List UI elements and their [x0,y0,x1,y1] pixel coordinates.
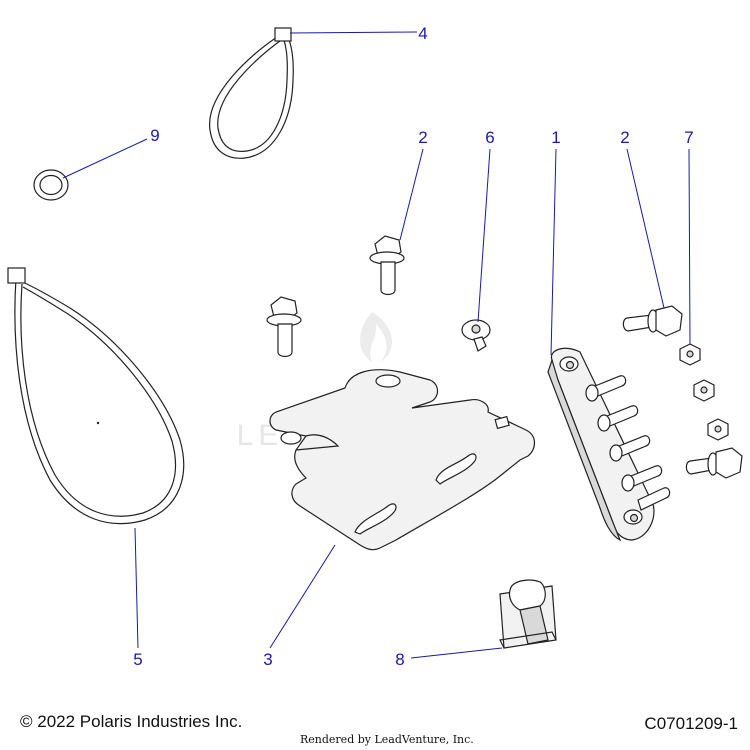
flange-bolt[interactable] [622,305,683,337]
hex-nut[interactable] [679,343,701,366]
cable-tie-small[interactable] [209,27,294,159]
callout-8[interactable]: 8 [395,650,404,669]
callout-5[interactable]: 5 [133,650,142,669]
diagram-id: C0701209-1 [644,714,738,733]
o-ring[interactable] [33,169,69,201]
rendered-by-text: Rendered by LeadVenture, Inc. [300,733,474,746]
callout-3[interactable]: 3 [263,650,272,669]
cable-tie-head [7,267,26,284]
flange-bolt[interactable] [266,296,302,358]
leader-line-1 [550,148,557,356]
leader-line-2b [626,148,665,309]
mounting-bracket[interactable] [269,369,536,551]
terminal-stud [637,487,671,511]
callout-9[interactable]: 9 [150,126,159,145]
cable-tie-head [274,27,292,42]
leader-line-7 [688,148,691,345]
leader-line-5 [134,527,139,649]
torx-screw[interactable] [461,319,491,352]
callout-2[interactable]: 2 [620,128,629,147]
callout-labels: 4 9 2 6 1 2 7 5 3 8 [133,24,693,669]
leader-line-8 [410,647,503,659]
leader-line-2a [399,148,424,241]
leader-line-3 [269,544,336,649]
callout-4[interactable]: 4 [418,24,427,43]
terminal-stud [585,375,627,402]
flange-bolt[interactable] [685,447,743,479]
terminal-block[interactable] [547,347,671,542]
terminal-stud [597,405,639,432]
terminal-stud [609,435,651,462]
leader-line-4 [289,31,418,34]
callout-6[interactable]: 6 [485,128,494,147]
hex-nut[interactable] [707,418,729,441]
flange-bolt[interactable] [369,235,405,296]
callout-2[interactable]: 2 [418,128,427,147]
leader-lines [62,31,691,659]
copyright-text: © 2022 Polaris Industries Inc. [20,712,243,731]
leader-line-9 [62,138,148,179]
terminal-stud [621,465,663,492]
callout-7[interactable]: 7 [684,128,693,147]
callout-1[interactable]: 1 [551,128,560,147]
retaining-clip[interactable] [499,579,557,649]
cable-tie-large[interactable] [7,267,185,525]
leader-line-6 [477,148,491,323]
hex-nut[interactable] [693,379,715,402]
